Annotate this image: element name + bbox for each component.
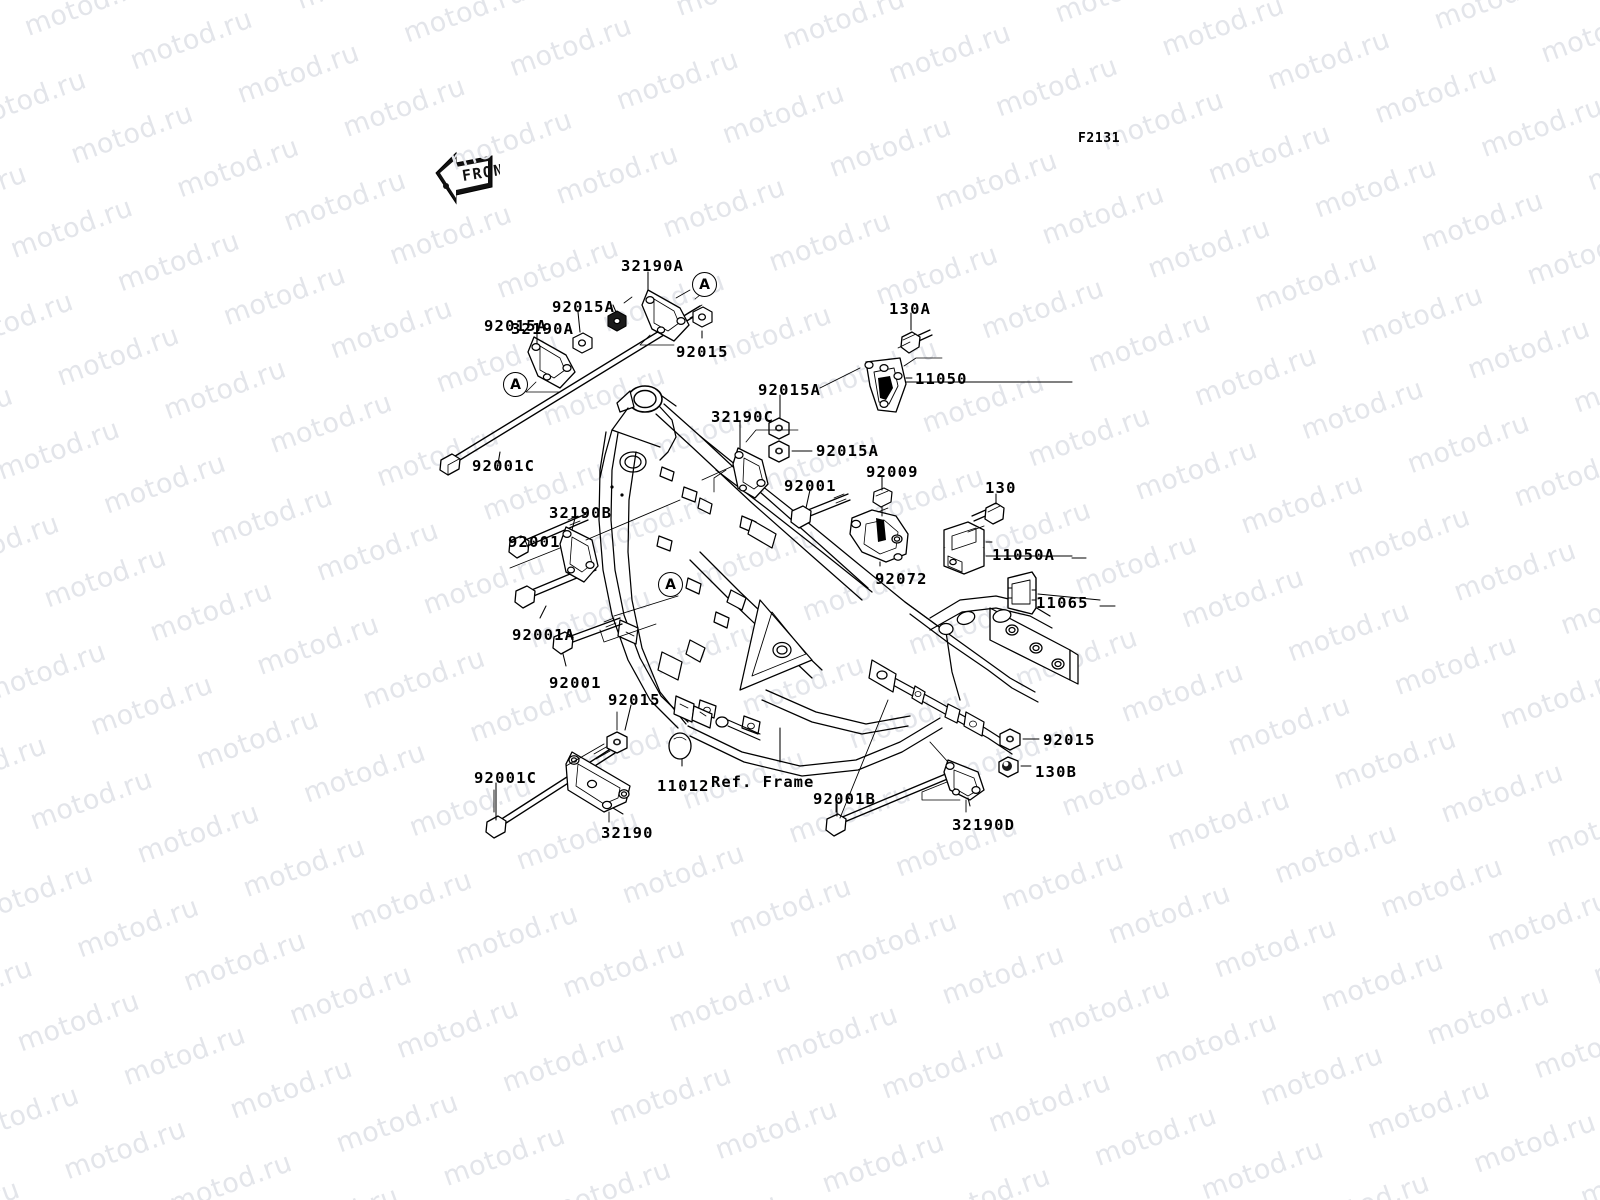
callout-130A[interactable]: 130A [889,300,932,318]
callout-92001-left[interactable]: 92001 [508,533,561,551]
callout-11012[interactable]: 11012 [657,777,710,795]
callout-32190D[interactable]: 32190D [952,816,1016,834]
callout-92015A-c1[interactable]: 92015A [758,381,822,399]
callout-32190[interactable]: 32190 [601,824,654,842]
bracket-92072-assembly [849,487,909,563]
callout-32190A-left[interactable]: 32190A [511,320,575,338]
callout-130B[interactable]: 130B [1035,763,1078,781]
callout-92001C-lower[interactable]: 92001C [474,769,538,787]
callout-92072[interactable]: 92072 [875,570,928,588]
callout-92015-upper[interactable]: 92015 [676,343,729,361]
callout-32190A-upper[interactable]: 32190A [621,257,685,275]
callout-92001-lower[interactable]: 92001 [549,674,602,692]
reference-bubble-a-1[interactable]: A [692,272,717,297]
callout-ref-frame[interactable]: Ref. Frame [711,773,815,791]
callout-92001A[interactable]: 92001A [512,626,576,644]
callout-92001C-upper[interactable]: 92001C [472,457,536,475]
callout-92015A-upper[interactable]: 92015A [552,298,616,316]
callout-32190C[interactable]: 32190C [711,408,775,426]
callout-11050[interactable]: 11050 [915,370,968,388]
part-11065-cap [1007,571,1037,615]
upper-right-bracket-11050 [819,329,943,413]
callout-92015-right[interactable]: 92015 [1043,731,1096,749]
callout-92015A-c2[interactable]: 92015A [816,442,880,460]
figure-code: F2131 [1078,131,1121,146]
reference-bubble-a-3[interactable]: A [658,572,683,597]
callout-92001-center[interactable]: 92001 [784,477,837,495]
upper-left-engine-mount-assembly [439,289,713,476]
left-mid-mount-assembly [508,499,681,655]
callout-92015-lower[interactable]: 92015 [608,691,661,709]
leader-lines [495,271,1116,821]
callout-32190B[interactable]: 32190B [549,504,613,522]
bottom-left-mount-assembly [485,711,631,839]
bracket-11050A-assembly [943,502,1005,575]
callout-92015A-left[interactable]: 92015A [484,317,548,335]
reference-bubble-a-2[interactable]: A [503,372,528,397]
center-bracket-assembly [701,417,813,499]
bottom-right-mount-assembly [825,699,1040,837]
frame-assembly [598,385,1079,777]
center-bolt-92001 [790,493,851,529]
callout-11065[interactable]: 11065 [1036,594,1089,612]
callout-130[interactable]: 130 [985,479,1017,497]
callout-11050A[interactable]: 11050A [992,546,1056,564]
callout-92009[interactable]: 92009 [866,463,919,481]
callout-92001B[interactable]: 92001B [813,790,877,808]
